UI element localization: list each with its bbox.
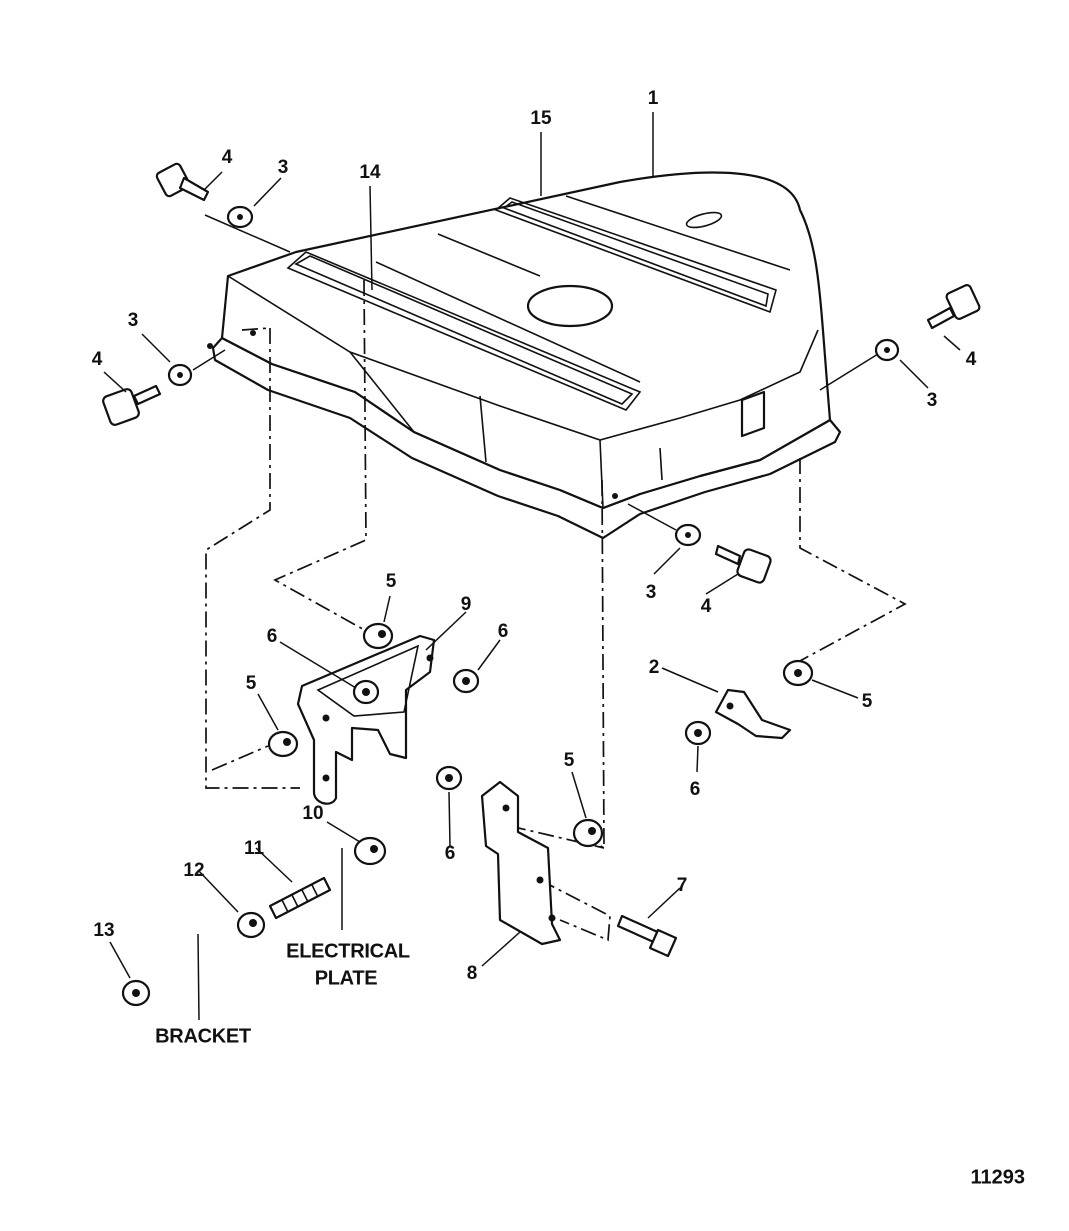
caption-bracket: BRACKET [155,1025,251,1047]
spacer-5-lower-left [267,730,299,758]
screw-4-right [926,284,981,330]
bolt-7 [616,914,678,958]
figure-number: 11293 [970,1166,1025,1188]
bracket-part-2 [714,688,792,740]
cover-part-1 [207,171,842,540]
callout-6: 6 [445,843,456,864]
callout-3: 3 [646,582,657,603]
callout-11: 11 [244,838,265,859]
callout-3: 3 [927,390,938,411]
callout-6: 6 [690,779,701,800]
nut-13 [121,979,151,1007]
callout-5: 5 [386,571,397,592]
callout-15: 15 [530,108,552,129]
washer-3-top-left [226,205,254,229]
nut-6-center-bracket [435,765,463,791]
callout-4: 4 [966,349,977,370]
callout-4: 4 [92,349,103,370]
callout-9: 9 [461,594,472,615]
screw-4-top-left [155,162,210,202]
callout-3: 3 [278,157,289,178]
callout-1: 1 [648,88,659,109]
callout-6: 6 [498,621,509,642]
nut-6-lower-right [684,720,712,746]
spacer-10 [353,836,387,866]
callout-5: 5 [862,691,873,712]
callout-14: 14 [359,162,381,183]
nut-6-center [352,679,380,705]
spacer-5-upper-left [362,622,394,650]
callout-7: 7 [677,875,688,896]
callout-labels: 1 15 14 4 3 3 4 4 3 3 4 5 9 6 6 5 2 5 6 … [92,88,977,984]
leader-lines [103,112,961,1021]
spacer-5-center [572,818,604,848]
nut-6-right [452,668,480,694]
callout-10: 10 [302,803,323,824]
bracket-part-8 [480,780,562,946]
callout-3: 3 [128,310,139,331]
spacer-5-right [782,659,814,687]
callout-5: 5 [564,750,575,771]
spacer-12 [236,911,266,939]
washer-3-front [674,523,702,547]
callout-5: 5 [246,673,257,694]
callout-8: 8 [467,963,478,984]
callout-4: 4 [701,596,712,617]
washer-3-right [874,338,900,362]
screw-4-front [714,544,772,584]
stud-11 [268,876,332,920]
bracket-part-9 [296,634,436,805]
callout-13: 13 [93,920,114,941]
washer-3-left [167,363,193,387]
callout-4: 4 [222,147,233,168]
caption-electrical: ELECTRICAL [286,940,410,962]
caption-plate: PLATE [315,967,378,989]
callout-6: 6 [267,626,278,647]
callout-2: 2 [649,657,660,678]
callout-12: 12 [183,860,204,881]
screw-4-left [102,384,162,426]
